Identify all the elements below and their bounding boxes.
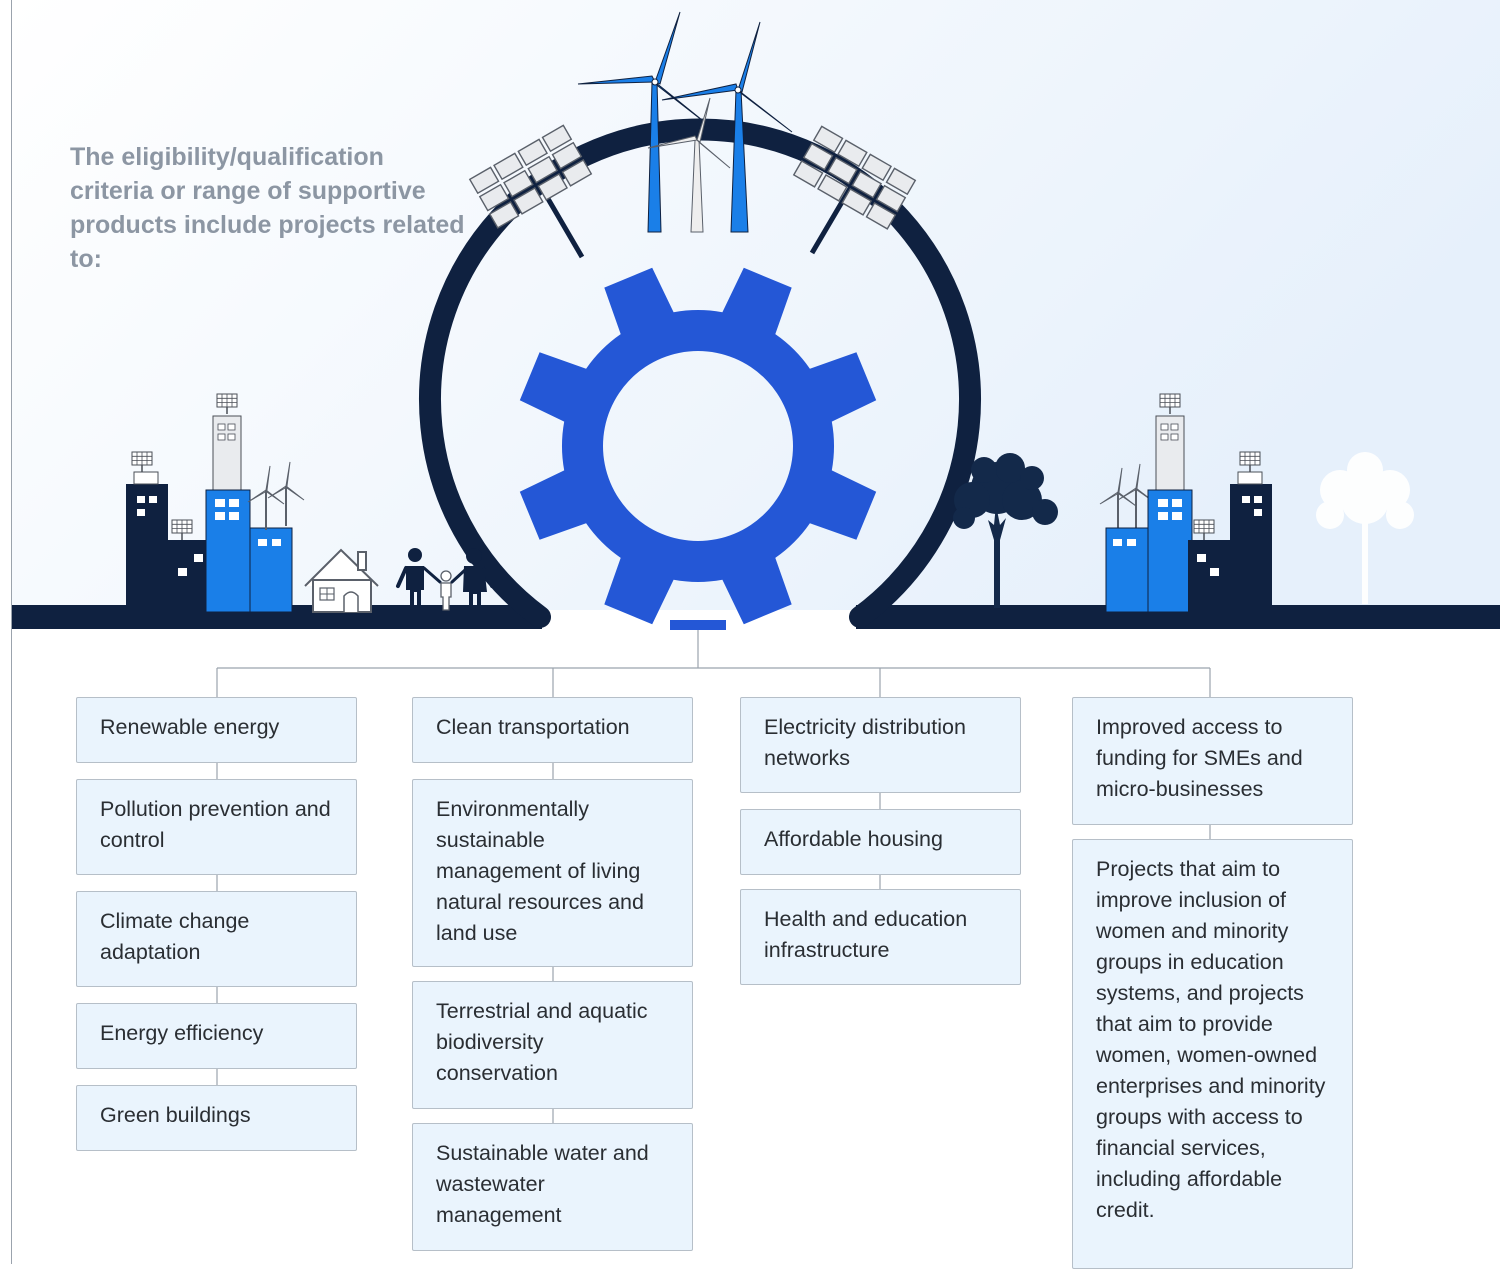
- tree-icon: [953, 453, 1058, 608]
- family-icon: [396, 548, 494, 611]
- category-label: Electricity distribution networks: [764, 715, 966, 770]
- category-label: Improved access to funding for SMEs and …: [1096, 715, 1303, 801]
- wind-turbine-icon: [661, 21, 793, 233]
- gear-icon: [519, 267, 877, 630]
- category-living-natural-resources: Environmentally sustainable management o…: [412, 779, 693, 967]
- category-label: Clean transportation: [436, 715, 630, 739]
- factory-icon: [1099, 393, 1272, 613]
- category-label: Energy efficiency: [100, 1021, 264, 1045]
- left-border: [11, 0, 12, 1264]
- factory-icon: [126, 393, 305, 613]
- category-label: Climate change adaptation: [100, 909, 250, 964]
- category-climate-adaptation: Climate change adaptation: [76, 891, 357, 987]
- category-clean-transportation: Clean transportation: [412, 697, 693, 763]
- category-biodiversity-conservation: Terrestrial and aquatic biodiversity con…: [412, 981, 693, 1109]
- category-label: Health and education infrastructure: [764, 907, 968, 962]
- intro-heading: The eligibility/qualification criteria o…: [70, 143, 465, 273]
- solar-panel-icon: [468, 124, 593, 259]
- category-pollution-prevention: Pollution prevention and control: [76, 779, 357, 875]
- solar-panel-icon: [792, 125, 917, 255]
- category-green-buildings: Green buildings: [76, 1085, 357, 1151]
- category-label: Pollution prevention and control: [100, 797, 331, 852]
- category-affordable-housing: Affordable housing: [740, 809, 1021, 875]
- category-water-management: Sustainable water and wastewater managem…: [412, 1123, 693, 1251]
- category-inclusion-projects: Projects that aim to improve inclusion o…: [1072, 839, 1353, 1269]
- connector-lines: [216, 630, 1211, 1124]
- category-sme-funding: Improved access to funding for SMEs and …: [1072, 697, 1353, 825]
- category-label: Environmentally sustainable management o…: [436, 797, 644, 945]
- gear-tooth: [670, 620, 726, 630]
- gear-shape: [519, 267, 877, 625]
- house-icon: [304, 548, 379, 613]
- category-renewable-energy: Renewable energy: [76, 697, 357, 763]
- tree-icon: [1316, 452, 1414, 604]
- category-electricity-distribution: Electricity distribution networks: [740, 697, 1021, 793]
- category-label: Affordable housing: [764, 827, 943, 851]
- category-label: Sustainable water and wastewater managem…: [436, 1141, 649, 1227]
- category-label: Terrestrial and aquatic biodiversity con…: [436, 999, 648, 1085]
- category-label: Projects that aim to improve inclusion o…: [1096, 857, 1326, 1222]
- wind-turbine-icon: [647, 97, 731, 233]
- wind-turbine-icon: [577, 11, 713, 233]
- category-label: Green buildings: [100, 1103, 251, 1127]
- category-label: Renewable energy: [100, 715, 280, 739]
- category-health-education: Health and education infrastructure: [740, 889, 1021, 985]
- category-energy-efficiency: Energy efficiency: [76, 1003, 357, 1069]
